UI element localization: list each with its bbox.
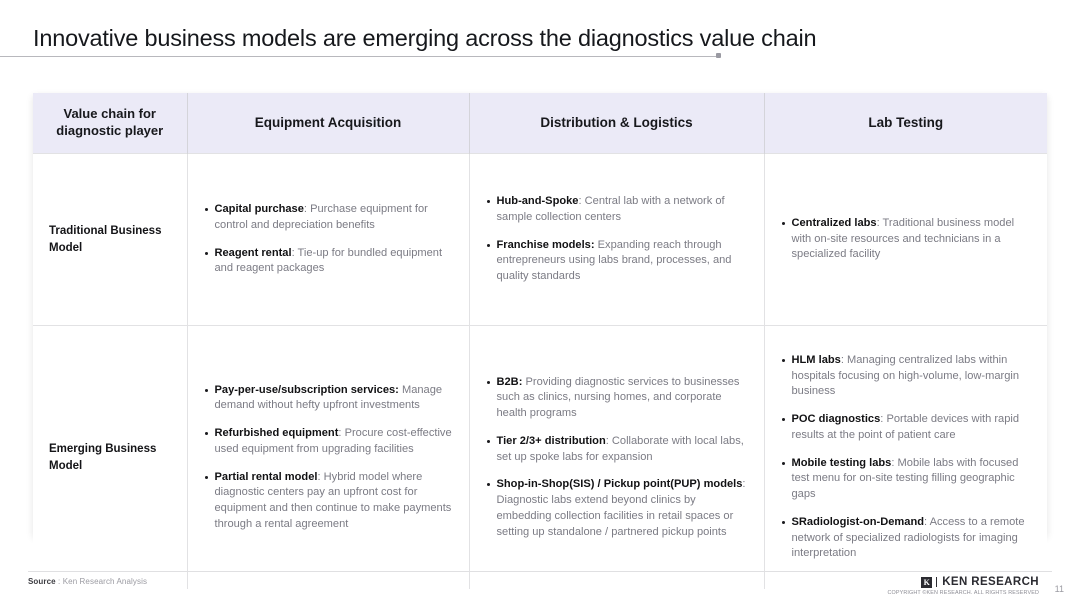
table-row: Traditional Business Model Capital purch…	[33, 153, 1047, 326]
source-separator: :	[55, 577, 63, 586]
list-item: Partial rental model: Hybrid model where…	[204, 470, 455, 533]
list-item: Franchise models: Expanding reach throug…	[486, 238, 750, 285]
brand-name: KEN RESEARCH	[942, 576, 1039, 588]
list-item: Shop-in-Shop(SIS) / Pickup point(PUP) mo…	[486, 477, 750, 540]
bullet-list: Capital purchase: Purchase equipment for…	[204, 202, 455, 277]
list-item: Capital purchase: Purchase equipment for…	[204, 202, 455, 234]
list-item-description: Purchase equipment for control and depre…	[214, 203, 428, 231]
list-item-separator: :	[291, 246, 298, 259]
column-header-distribution-logistics: Distribution & Logistics	[469, 93, 765, 154]
list-item-separator: :	[317, 470, 324, 483]
logo-divider-bar	[936, 577, 938, 587]
source-value: Ken Research Analysis	[62, 577, 148, 586]
list-item-term: SRadiologist-on-Demand	[791, 515, 925, 528]
source-label: Source	[28, 577, 56, 586]
list-item-term: Refurbished equipment	[214, 427, 339, 439]
bullet-list: HLM labs: Managing centralized labs with…	[781, 353, 1034, 562]
cell-emerging-equipment: Pay-per-use/subscription services: Manag…	[187, 325, 470, 589]
list-item-term: Franchise models:	[496, 238, 595, 251]
page-number: 11	[1054, 584, 1064, 594]
list-item-separator: :	[605, 434, 612, 447]
list-item-description: Procure cost-effective used equipment fr…	[214, 427, 452, 455]
list-item-separator: :	[338, 427, 345, 439]
value-chain-matrix-card: Value chain for diagnostic player Equipm…	[33, 93, 1047, 589]
list-item-separator: :	[876, 216, 883, 229]
list-item: Refurbished equipment: Procure cost-effe…	[204, 426, 455, 458]
list-item-separator: :	[880, 413, 887, 426]
column-header-lab-testing: Lab Testing	[764, 93, 1047, 154]
list-item-description: Mobile labs with focused test menu for o…	[791, 456, 1019, 501]
title-divider	[0, 56, 719, 57]
row-label-traditional: Traditional Business Model	[33, 153, 188, 326]
list-item: HLM labs: Managing centralized labs with…	[781, 353, 1034, 400]
list-item-description: Managing centralized labs within hospita…	[791, 353, 1020, 398]
cell-traditional-labtesting: Centralized labs: Traditional business m…	[764, 153, 1047, 326]
list-item-separator: :	[578, 195, 585, 208]
list-item-description: Central lab with a network of sample col…	[496, 195, 725, 223]
list-item-term: Tier 2/3+ distribution	[496, 434, 606, 447]
list-item: POC diagnostics: Portable devices with r…	[781, 412, 1034, 444]
list-item-separator: :	[891, 456, 898, 469]
list-item-description: Expanding reach through entrepreneurs us…	[496, 238, 732, 283]
title-divider-end-dot	[716, 53, 721, 58]
ken-research-logo-icon: K	[921, 576, 933, 588]
list-item: Centralized labs: Traditional business m…	[781, 216, 1034, 263]
list-item-description: Providing diagnostic services to busines…	[496, 375, 740, 420]
list-item-description: Collaborate with local labs, set up spok…	[496, 434, 744, 463]
column-header-equipment-acquisition: Equipment Acquisition	[187, 93, 470, 154]
list-item: Mobile testing labs: Mobile labs with fo…	[781, 456, 1034, 503]
source-note: Source : Ken Research Analysis	[28, 577, 147, 586]
list-item-term: Mobile testing labs	[791, 456, 892, 469]
row-label-emerging: Emerging Business Model	[33, 325, 188, 589]
list-item: Pay-per-use/subscription services: Manag…	[204, 383, 455, 415]
brand-logo: K KEN RESEARCH	[887, 576, 1039, 588]
matrix-body: Traditional Business Model Capital purch…	[33, 153, 1047, 589]
table-row: Emerging Business Model Pay-per-use/subs…	[33, 325, 1047, 589]
list-item-term: Reagent rental	[214, 246, 292, 259]
list-item-term: Pay-per-use/subscription services:	[214, 383, 399, 396]
bullet-list: B2B: Providing diagnostic services to bu…	[486, 375, 750, 541]
list-item-description: Tie-up for bundled equipment and reagent…	[214, 246, 443, 275]
value-chain-matrix: Value chain for diagnostic player Equipm…	[33, 93, 1047, 589]
cell-traditional-distribution: Hub-and-Spoke: Central lab with a networ…	[469, 153, 765, 326]
bullet-list: Hub-and-Spoke: Central lab with a networ…	[486, 194, 750, 285]
list-item-term: Centralized labs	[791, 216, 877, 229]
list-item: Hub-and-Spoke: Central lab with a networ…	[486, 194, 750, 226]
list-item-description: Manage demand without hefty upfront inve…	[214, 383, 443, 412]
list-item-description: Portable devices with rapid results at t…	[791, 413, 1020, 441]
list-item-term: Hub-and-Spoke	[496, 195, 579, 208]
list-item-separator: :	[840, 353, 847, 366]
cell-emerging-labtesting: HLM labs: Managing centralized labs with…	[764, 325, 1047, 589]
list-item-term: POC diagnostics	[791, 413, 881, 426]
cell-traditional-equipment: Capital purchase: Purchase equipment for…	[187, 153, 470, 326]
list-item-description: Diagnostic labs extend beyond clinics by…	[496, 494, 734, 538]
list-item-term: B2B:	[496, 375, 523, 388]
page-title: Innovative business models are emerging …	[33, 25, 817, 51]
bullet-list: Pay-per-use/subscription services: Manag…	[204, 383, 455, 533]
list-item: B2B: Providing diagnostic services to bu…	[486, 375, 750, 422]
list-item-description: Access to a remote network of specialize…	[791, 515, 1025, 560]
list-item: SRadiologist-on-Demand: Access to a remo…	[781, 515, 1034, 562]
footer-divider	[28, 571, 1052, 572]
column-header-value-chain: Value chain for diagnostic player	[33, 93, 188, 154]
cell-emerging-distribution: B2B: Providing diagnostic services to bu…	[469, 325, 765, 589]
bullet-list: Centralized labs: Traditional business m…	[781, 216, 1034, 263]
brand-block: K KEN RESEARCH COPYRIGHT ©KEN RESEARCH. …	[887, 576, 1039, 596]
list-item-term: Partial rental model	[214, 470, 318, 483]
list-item-term: HLM labs	[791, 353, 841, 366]
list-item-description: Traditional business model with on-site …	[791, 216, 1015, 261]
list-item-term: Capital purchase	[214, 203, 304, 215]
list-item: Reagent rental: Tie-up for bundled equip…	[204, 246, 455, 278]
list-item: Tier 2/3+ distribution: Collaborate with…	[486, 434, 750, 466]
list-item-separator: :	[924, 515, 930, 528]
list-item-description: Hybrid model where diagnostic centers pa…	[214, 470, 452, 530]
list-item-separator: :	[303, 203, 311, 215]
matrix-header-row: Value chain for diagnostic player Equipm…	[33, 93, 1047, 154]
copyright-text: COPYRIGHT ©KEN RESEARCH. ALL RIGHTS RESE…	[887, 590, 1039, 596]
list-item-separator: :	[742, 478, 746, 491]
list-item-term: Shop-in-Shop(SIS) / Pickup point(PUP) mo…	[496, 478, 743, 491]
